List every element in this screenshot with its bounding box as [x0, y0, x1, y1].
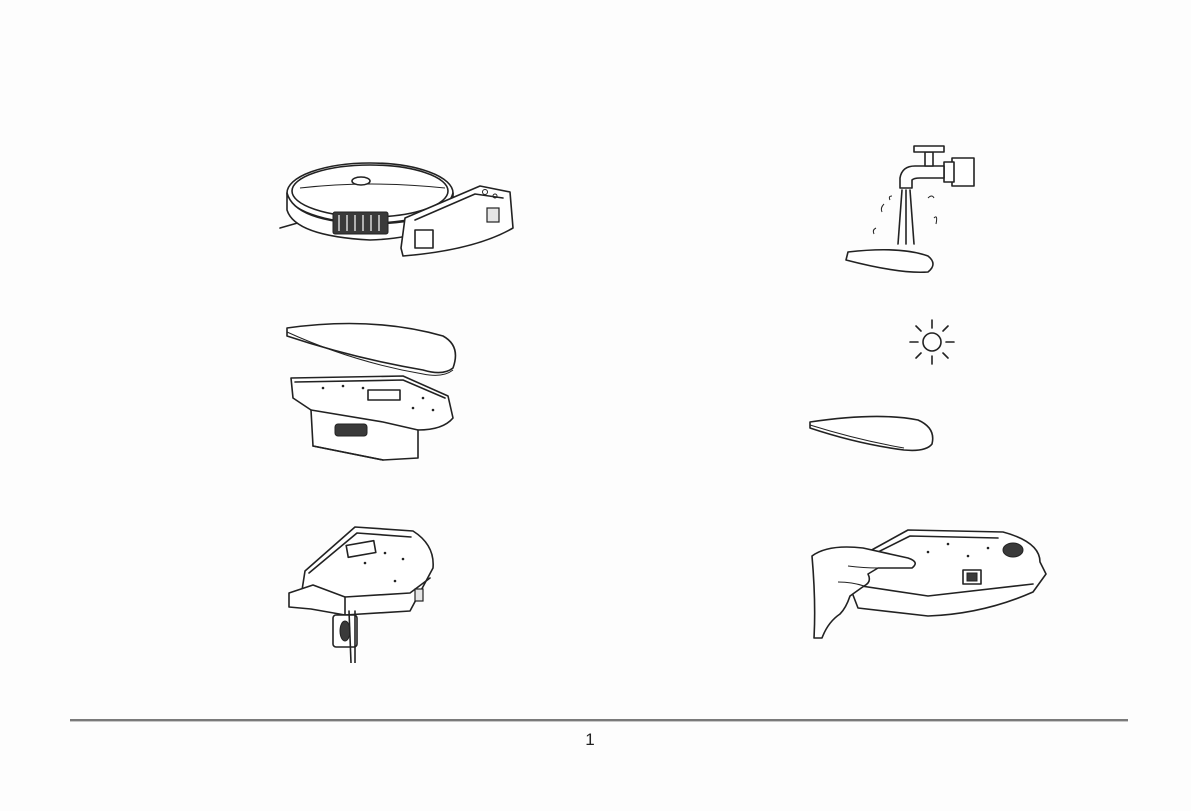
mop-bracket-icon: [285, 523, 440, 663]
page-number: 1: [575, 730, 605, 750]
robot-vacuum-icon: [275, 148, 525, 263]
water-tap-icon: [840, 138, 980, 280]
mop-pad-icon: [283, 318, 463, 466]
hand-icon: [808, 522, 1056, 642]
mop-pad-icon: [808, 410, 938, 455]
footer-divider: [70, 719, 1128, 721]
sun-icon: [908, 318, 956, 366]
